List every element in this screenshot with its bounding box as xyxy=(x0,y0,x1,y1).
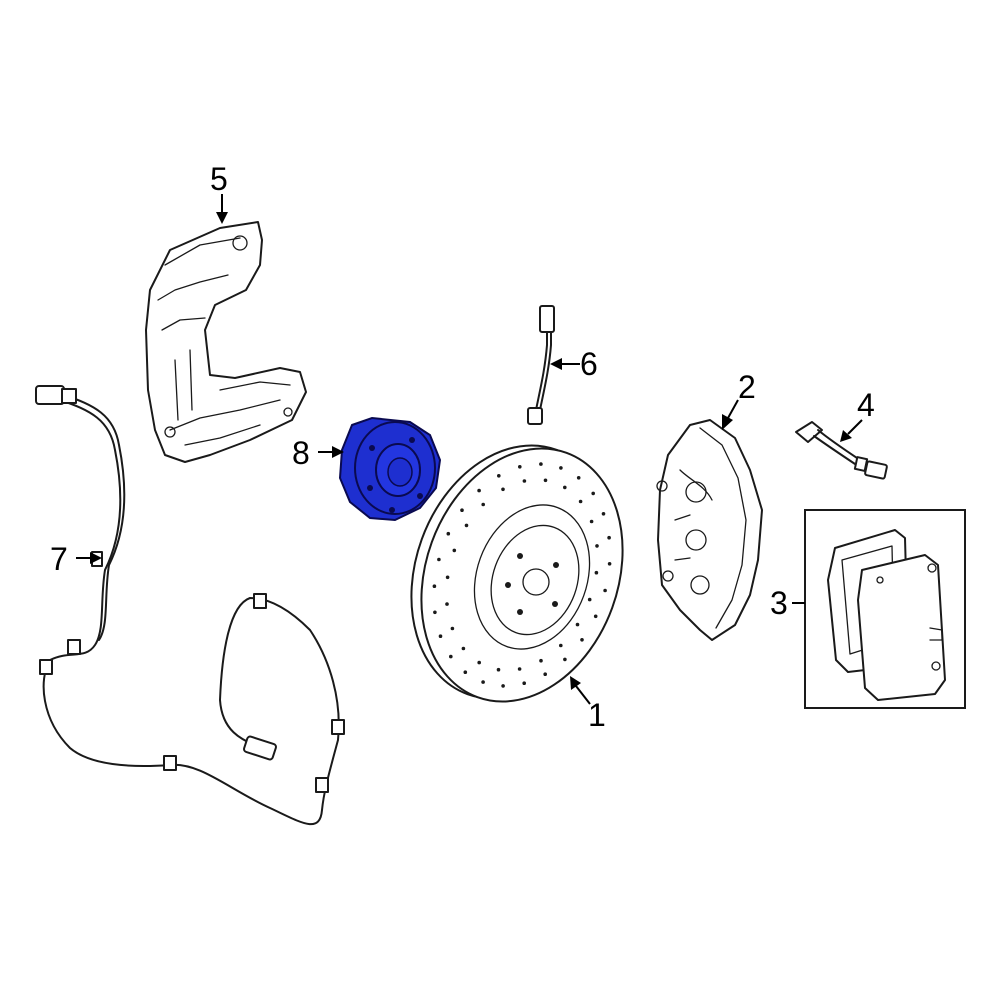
disc-drill-hole xyxy=(481,680,485,684)
callout-label-1: 1 xyxy=(588,697,606,733)
disc-drill-hole xyxy=(432,584,437,588)
disc-drill-hole xyxy=(578,499,583,504)
disc-drill-hole xyxy=(576,476,581,480)
callout-arrows xyxy=(76,194,863,705)
callout-label-6: 6 xyxy=(580,346,598,382)
disc-drill-hole xyxy=(589,519,594,524)
callout-label-5: 5 xyxy=(210,161,228,197)
disc-drill-hole xyxy=(607,562,612,566)
part-4-sensor-cable[interactable] xyxy=(795,421,888,480)
disc-drill-hole xyxy=(463,670,468,674)
disc-drill-hole xyxy=(587,597,592,602)
disc-drill-hole xyxy=(438,634,443,638)
disc-drill-hole xyxy=(517,667,522,671)
disc-drill-hole xyxy=(518,465,522,469)
disc-drill-hole xyxy=(450,626,455,631)
disc-drill-hole xyxy=(594,570,599,575)
disc-drill-hole xyxy=(464,523,469,528)
disc-drill-hole xyxy=(446,531,451,536)
callout-label-7: 7 xyxy=(50,541,68,577)
part-6-wear-sensor[interactable] xyxy=(527,305,555,425)
disc-drill-hole xyxy=(601,512,606,516)
disc-drill-hole xyxy=(522,479,527,483)
disc-drill-hole xyxy=(501,684,505,688)
disc-drill-hole xyxy=(543,672,547,676)
disc-drill-hole xyxy=(595,544,599,548)
disc-drill-hole xyxy=(593,614,598,619)
disc-drill-hole xyxy=(433,610,437,615)
disc-drill-hole xyxy=(543,478,548,483)
disc-drill-hole xyxy=(563,657,567,662)
callout-label-4: 4 xyxy=(857,387,875,423)
part-2-brake-caliper[interactable] xyxy=(656,419,763,641)
disc-drill-hole xyxy=(461,646,466,651)
disc-drill-hole xyxy=(497,474,501,478)
disc-drill-hole xyxy=(580,638,584,642)
disc-drill-hole xyxy=(452,548,457,553)
disc-drill-hole xyxy=(559,466,563,470)
part-7-sensor-wire[interactable] xyxy=(35,385,345,826)
disc-drill-hole xyxy=(559,643,563,648)
callout-label-8: 8 xyxy=(292,435,310,471)
disc-drill-hole xyxy=(591,491,595,496)
part-5-dust-shield[interactable] xyxy=(145,221,307,463)
part-3-brake-pads[interactable] xyxy=(804,509,966,709)
disc-drill-hole xyxy=(460,508,464,512)
disc-drill-hole xyxy=(603,588,607,593)
disc-drill-hole xyxy=(501,487,505,492)
part-8-wheel-hub[interactable] xyxy=(338,416,442,522)
part-1-brake-disc[interactable] xyxy=(377,417,656,730)
disc-drill-hole xyxy=(496,667,501,672)
disc-drill-hole xyxy=(481,502,486,507)
disc-drill-hole xyxy=(449,654,453,659)
disc-drill-hole xyxy=(445,602,449,606)
disc-drill-hole xyxy=(539,658,543,663)
disc-drill-hole xyxy=(445,575,450,580)
disc-drill-hole xyxy=(607,535,611,540)
disc-drill-hole xyxy=(539,462,543,466)
disc-drill-hole xyxy=(437,557,441,562)
disc-drill-hole xyxy=(522,681,526,685)
disc-drill-hole xyxy=(575,622,580,627)
disc-drill-hole xyxy=(477,488,481,493)
disc-drill-hole xyxy=(477,660,482,665)
callout-label-2: 2 xyxy=(738,369,756,405)
disc-drill-hole xyxy=(563,485,567,490)
callout-label-3: 3 xyxy=(770,585,788,621)
